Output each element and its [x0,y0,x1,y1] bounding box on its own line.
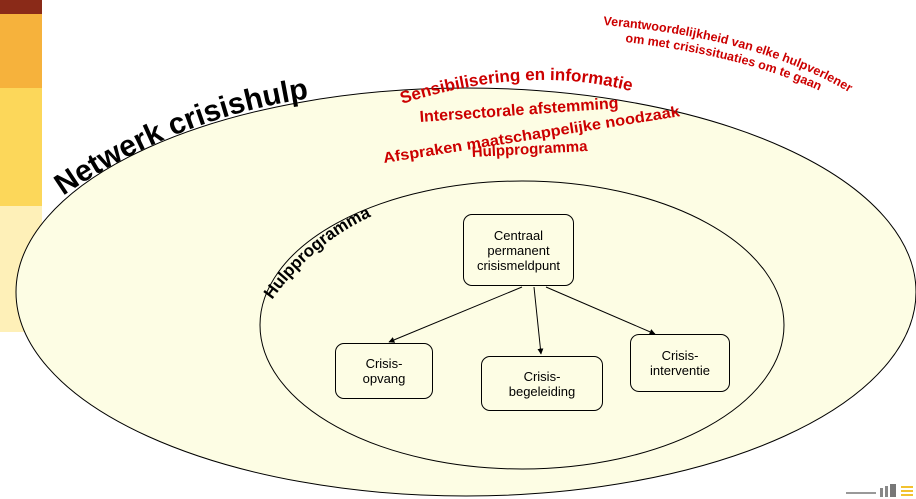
logo-mark [846,484,913,497]
node-crisis-begeleiding: Crisis- begeleiding [481,356,603,411]
connector-central-interventie [545,286,656,335]
connector-central-opvang [388,286,523,343]
node-opvang-line2: opvang [362,371,406,386]
node-begeleiding-line1: Crisis- [523,368,561,384]
node-central-line1: Centraal [493,227,544,243]
node-interventie-line2: interventie [650,363,710,378]
node-begeleiding-line2: begeleiding [508,383,576,399]
node-crisis-interventie: Crisis- interventie [630,334,730,392]
decorative-strip-orange [0,14,42,88]
network-task-hulpprogramma: Hulpprogramma [471,138,588,161]
node-crisis-opvang: Crisis- opvang [335,343,433,399]
node-central-crisismeldpunt: Centraal permanent crisismeldpunt [463,214,574,286]
connector-central-begeleiding [533,286,544,355]
node-central-line3: crisismeldpunt [476,257,561,273]
decorative-strip-dark [0,0,42,14]
decorative-strip-yellow [0,88,42,206]
node-central-line2: permanent [487,242,550,258]
node-opvang-line1: Crisis- [365,356,403,371]
node-interventie-line1: Crisis- [661,348,699,363]
